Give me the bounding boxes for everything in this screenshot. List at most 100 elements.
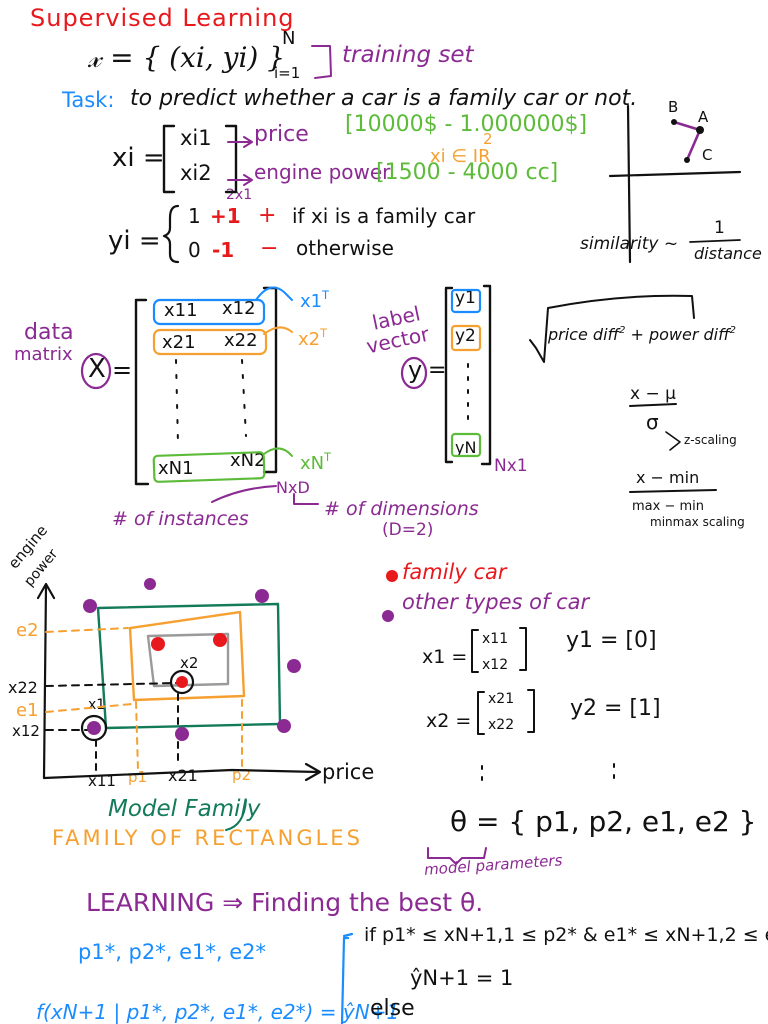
label-vector-symbol: y [408, 356, 423, 384]
label-vector-y2: y2 [455, 326, 476, 346]
feature-vector-lhs: xi = [112, 143, 165, 173]
transpose-xN: xNT [300, 452, 331, 473]
then-prediction: ŷN+1 = 1 [410, 966, 514, 990]
distance-term-power: power diff [648, 324, 730, 344]
family-of-rectangles-label: FAMILY OF RECTANGLES [52, 826, 363, 850]
legend-family-car: family car [402, 560, 507, 584]
z-scaling-denominator: σ [646, 410, 659, 434]
training-set-bracket [311, 45, 332, 79]
transpose-x2: x2T [298, 328, 327, 349]
transpose-x1-sup: T [322, 289, 329, 302]
training-set-expression: 𝓍 = { (xi, yi) } [88, 41, 286, 74]
training-set-sup: N [282, 28, 296, 49]
label-vector-y1: y1 [455, 288, 476, 308]
data-matrix-label-1: data [24, 320, 74, 345]
example-1-r2: x12 [482, 657, 509, 673]
learning-statement: LEARNING ⇒ Finding the best θ. [86, 888, 484, 917]
data-matrix-label-2: matrix [14, 344, 73, 365]
dimensions-note: (D=2) [382, 520, 434, 540]
label-vector-equals: = [428, 358, 447, 383]
page-title: Supervised Learning [30, 4, 295, 32]
matrix-cell-x11: x11 [164, 300, 198, 321]
task-text: to predict whether a car is a family car… [130, 86, 638, 111]
minmax-label: minmax scaling [650, 515, 745, 529]
label-row2-b: -1 [212, 238, 235, 262]
best-parameters: p1*, p2*, e1*, e2* [78, 940, 266, 964]
distance-term-price: price diff [548, 324, 620, 344]
training-set-formula: 𝓍 = { (xi, yi) } [88, 44, 285, 72]
feature-row-1: xi1 [180, 126, 212, 150]
example-2-lhs: x2 = [426, 710, 472, 732]
transpose-xN-label: xN [300, 452, 325, 474]
matrix-cell-xN2: xN2 [230, 450, 266, 471]
x-tick-x21: x21 [168, 766, 198, 785]
x-tick-p2: p2 [232, 766, 252, 784]
label-row2-c: − [260, 236, 279, 261]
theta-definition: θ = { p1, p2, e1, e2 } [450, 805, 757, 838]
point-c-label: C [702, 146, 713, 164]
example-2-y: y2 = [1] [570, 696, 661, 721]
label-row1-text: if xi is a family car [292, 204, 476, 228]
data-matrix-symbol: X [88, 354, 106, 384]
distance-formula: price diff2 + power diff2 [548, 326, 736, 343]
similarity-denominator: distance [694, 244, 762, 263]
distance-exp-2: 2 [729, 325, 736, 336]
instances-label: # of instances [112, 508, 249, 530]
matrix-cell-x21: x21 [162, 332, 196, 353]
transpose-x2-label: x2 [298, 328, 321, 350]
training-set-sub: i=1 [274, 64, 301, 82]
point-label-x1: x1 [88, 697, 106, 713]
real-number-note: xi ∈ IR [430, 146, 491, 167]
example-1-lhs: x1 = [422, 646, 468, 668]
legend-other-car: other types of car [402, 590, 590, 614]
x-tick-x11: x11 [88, 772, 116, 790]
example-2-r1: x21 [488, 691, 515, 707]
example-1-y: y1 = [0] [566, 628, 657, 653]
dimensions-label: # of dimensions [324, 498, 479, 520]
y-tick-e1: e1 [16, 700, 39, 721]
point-label-x2: x2 [180, 654, 199, 672]
feature-2-label: engine power [254, 160, 391, 184]
label-vector-shape: Nx1 [494, 456, 528, 476]
label-vector-yN: yN [455, 438, 477, 457]
feature-1-label: price [254, 122, 309, 147]
label-row2-text: otherwise [296, 236, 394, 260]
label-row1-a: 1 [188, 204, 201, 228]
else-branch: else [370, 996, 415, 1021]
point-b-label: B [668, 98, 679, 116]
data-matrix-shape: NxD [276, 478, 310, 497]
matrix-cell-x22: x22 [224, 330, 258, 351]
minmax-numerator: x − min [636, 468, 700, 487]
plot-x-axis-label: price [322, 760, 375, 784]
power-range: [1500 - 4000 cc] [376, 160, 559, 185]
y-tick-x12: x12 [12, 722, 40, 740]
data-matrix-equals: = [112, 356, 133, 384]
matrix-cell-xN1: xN1 [158, 458, 194, 479]
example-2-r2: x22 [488, 717, 515, 733]
label-row1-c: + [258, 203, 277, 228]
label-row1-b: +1 [210, 204, 241, 228]
similarity-lhs: similarity ~ [580, 234, 679, 254]
training-set-label: training set [342, 42, 474, 68]
scatter-points [83, 570, 398, 741]
example-1-r1: x11 [482, 631, 509, 647]
minmax-denominator: max − min [632, 499, 704, 514]
matrix-cell-x12: x12 [222, 298, 256, 319]
task-label: Task: [62, 88, 115, 112]
hypothesis: f(xN+1 | p1*, p2*, e1*, e2*) = ŷN+1 [36, 1000, 400, 1024]
point-a-label: A [698, 108, 709, 126]
transpose-x1: x1T [300, 290, 329, 311]
distance-plus: + [630, 324, 644, 344]
transpose-xN-sup: T [324, 451, 331, 464]
x-tick-p1: p1 [128, 768, 148, 786]
similarity-numerator: 1 [714, 218, 725, 238]
if-condition: if p1* ≤ xN+1,1 ≤ p2* & e1* ≤ xN+1,2 ≤ e… [364, 924, 768, 946]
z-scaling-label: z-scaling [684, 433, 737, 447]
label-def-lhs: yi = [108, 226, 161, 256]
z-scaling-numerator: x − μ [630, 384, 676, 404]
model-family-label: Model Family [108, 796, 261, 822]
y-tick-x22: x22 [8, 678, 38, 697]
feature-row-2: xi2 [180, 161, 212, 185]
y-tick-e2: e2 [16, 620, 39, 641]
price-range-note: 2 [483, 130, 493, 148]
